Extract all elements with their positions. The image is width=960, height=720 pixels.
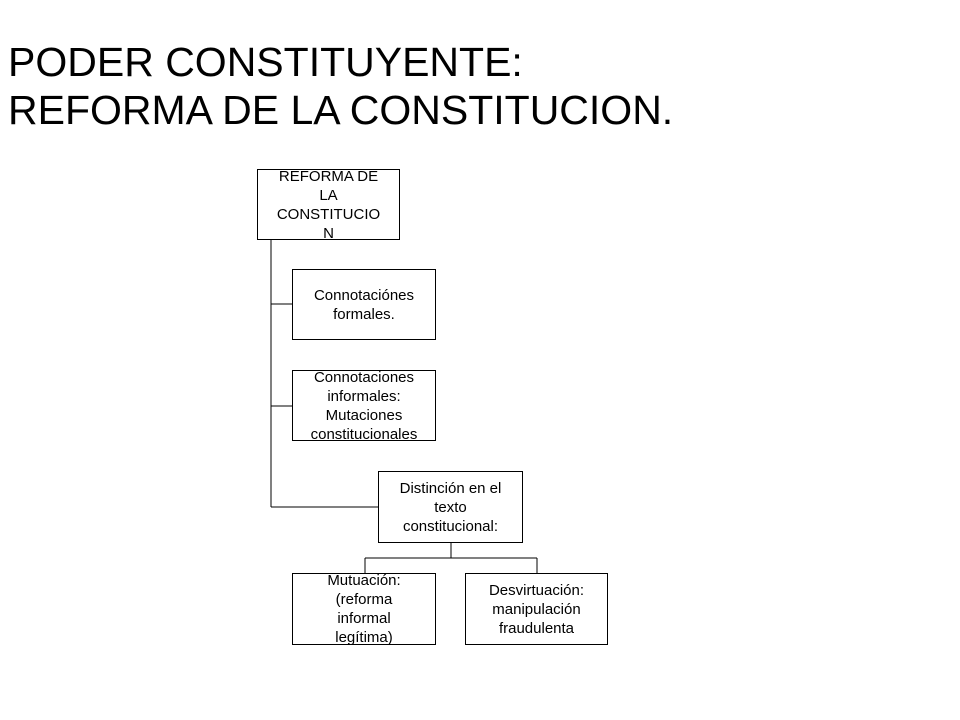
node-label: Connotaciones informales: Mutaciones con…	[310, 368, 418, 443]
node-label: REFORMA DE LA CONSTITUCIO N	[276, 167, 381, 242]
slide-title: PODER CONSTITUYENTE: REFORMA DE LA CONST…	[8, 38, 673, 134]
node-label: Distinción en el texto constitucional:	[399, 479, 502, 535]
node-connotaciones-informales: Connotaciones informales: Mutaciones con…	[292, 368, 436, 443]
title-line-2: REFORMA DE LA CONSTITUCION.	[8, 87, 674, 133]
node-reforma-constitucion: REFORMA DE LA CONSTITUCIO N	[257, 167, 400, 242]
node-desvirtuacion: Desvirtuación: manipulación fraudulenta	[465, 573, 608, 645]
node-distincion-texto: Distinción en el texto constitucional:	[378, 471, 523, 543]
node-connotaciones-formales: Connotaciónes formales.	[292, 269, 436, 340]
node-label: Connotaciónes formales.	[313, 286, 415, 323]
node-label: Mutuación: (reforma informal legítima)	[327, 572, 401, 646]
title-line-1: PODER CONSTITUYENTE:	[8, 39, 523, 85]
node-mutuacion: Mutuación: (reforma informal legítima)	[292, 572, 436, 646]
node-label: Desvirtuación: manipulación fraudulenta	[488, 581, 585, 637]
